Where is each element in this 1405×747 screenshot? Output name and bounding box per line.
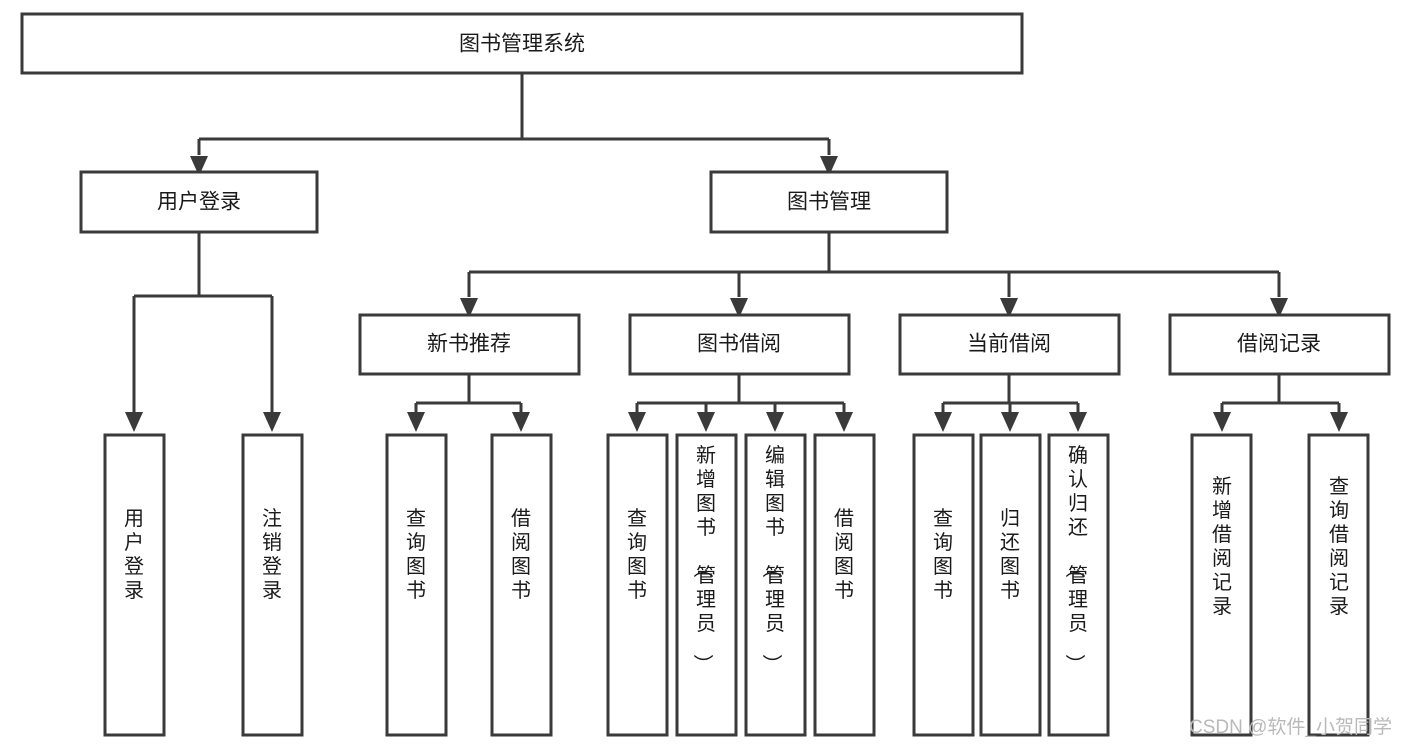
leaf-query-book-3-box[interactable] — [912, 433, 975, 737]
node-borrow-record-label: 借阅记录 — [1237, 333, 1321, 356]
leaf-borrow-book-1-label: 借阅图书 — [511, 507, 531, 602]
leaf-logout-login[interactable]: 注销登录 — [241, 433, 304, 737]
arrow-to-leaf-user-login-icon — [125, 412, 143, 432]
leaf-borrow-book-2[interactable]: 借阅图书 — [813, 433, 876, 737]
arrow-to-leaf-add-record-icon — [1213, 412, 1231, 432]
leaf-query-book-1-box[interactable] — [385, 433, 448, 737]
node-new-book-recommend-box[interactable] — [358, 313, 581, 376]
leaf-return-book-box[interactable] — [979, 433, 1042, 737]
arrow-to-leaf-add-book-icon — [697, 412, 715, 432]
leaf-query-book-2-box[interactable] — [606, 433, 669, 737]
leaf-logout-login-box[interactable] — [241, 433, 304, 737]
leaf-add-book-box[interactable] — [675, 433, 738, 737]
leaf-add-record[interactable]: 新增借阅记录 — [1190, 433, 1253, 737]
leaf-query-book-1[interactable]: 查询图书 — [385, 433, 448, 737]
node-book-borrow-box[interactable] — [628, 313, 851, 376]
node-user-login-box[interactable] — [79, 170, 319, 234]
node-root[interactable]: 图书管理系统 — [20, 12, 1024, 75]
node-current-borrow-label: 当前借阅 — [967, 333, 1051, 356]
node-user-login[interactable]: 用户登录 — [79, 170, 319, 234]
arrow-to-leaf-query-book-2-icon — [628, 412, 646, 432]
leaf-return-book-label: 归还图书 — [1000, 507, 1020, 602]
node-root-box[interactable] — [20, 12, 1024, 75]
arrow-to-leaf-edit-book-icon — [766, 412, 784, 432]
leaf-add-record-box[interactable] — [1190, 433, 1253, 737]
leaf-query-book-2-label: 查询图书 — [627, 507, 647, 602]
arrow-to-leaf-query-record-icon — [1330, 412, 1348, 432]
leaf-borrow-book-2-box[interactable] — [813, 433, 876, 737]
node-book-borrow[interactable]: 图书借阅 — [628, 313, 851, 376]
leaf-borrow-book-1-box[interactable] — [490, 433, 553, 737]
node-user-login-label: 用户登录 — [157, 191, 241, 214]
connector-group-book-manage — [467, 232, 1281, 297]
leaf-user-login[interactable]: 用户登录 — [103, 433, 166, 737]
leaf-add-book-label: 新增图书（管理员） — [691, 444, 716, 674]
leaf-query-record-box[interactable] — [1307, 433, 1370, 737]
leaf-query-book-3[interactable]: 查询图书 — [912, 433, 975, 737]
connector-group-new-book-recommend — [414, 374, 523, 412]
node-current-borrow[interactable]: 当前借阅 — [898, 313, 1121, 376]
leaf-borrow-book-2-label: 借阅图书 — [834, 507, 854, 602]
leaf-query-record[interactable]: 查询借阅记录 — [1307, 433, 1370, 737]
node-borrow-record[interactable]: 借阅记录 — [1168, 313, 1391, 376]
leaf-add-book[interactable]: 新增图书（管理员） — [675, 433, 738, 737]
node-new-book-recommend-label: 新书推荐 — [427, 333, 511, 356]
arrow-to-leaf-confirm-return-icon — [1069, 412, 1087, 432]
leaf-user-login-box[interactable] — [103, 433, 166, 737]
connector-group-user-login — [132, 232, 274, 412]
node-book-borrow-label: 图书借阅 — [697, 333, 781, 356]
leaf-borrow-book-1[interactable]: 借阅图书 — [490, 433, 553, 737]
leaf-edit-book-label: 编辑图书（管理员） — [760, 444, 785, 674]
connector-group-current-borrow — [941, 374, 1080, 412]
node-new-book-recommend[interactable]: 新书推荐 — [358, 313, 581, 376]
arrow-to-leaf-logout-login-icon — [263, 412, 281, 432]
leaf-user-login-label: 用户登录 — [124, 508, 144, 602]
leaf-confirm-return-label: 确认归还（管理员） — [1063, 444, 1088, 674]
connector-group-borrow-record — [1220, 374, 1341, 412]
leaf-edit-book-box[interactable] — [744, 433, 807, 737]
node-root-label: 图书管理系统 — [459, 33, 585, 56]
node-book-manage[interactable]: 图书管理 — [709, 170, 949, 234]
leaf-query-book-3-label: 查询图书 — [933, 507, 953, 602]
leaf-return-book[interactable]: 归还图书 — [979, 433, 1042, 737]
arrow-to-leaf-query-book-1-icon — [407, 412, 425, 432]
node-book-manage-label: 图书管理 — [787, 191, 871, 214]
arrow-to-leaf-return-book-icon — [1001, 412, 1019, 432]
watermark-label: CSDN @软件_小贺同学 — [1189, 716, 1392, 738]
arrow-to-leaf-borrow-book-2-icon — [835, 412, 853, 432]
leaf-confirm-return-box[interactable] — [1047, 433, 1110, 737]
leaf-add-record-label: 新增借阅记录 — [1212, 475, 1232, 618]
leaf-query-book-2[interactable]: 查询图书 — [606, 433, 669, 737]
connector-group-book-borrow — [635, 374, 846, 412]
arrow-to-leaf-query-book-3-icon — [934, 412, 952, 432]
node-current-borrow-box[interactable] — [898, 313, 1121, 376]
leaf-confirm-return[interactable]: 确认归还（管理员） — [1047, 433, 1110, 737]
connector-group-root — [197, 73, 831, 155]
leaf-logout-login-label: 注销登录 — [262, 507, 282, 602]
leaf-query-record-label: 查询借阅记录 — [1329, 475, 1349, 618]
node-borrow-record-box[interactable] — [1168, 313, 1391, 376]
leaf-query-book-1-label: 查询图书 — [406, 507, 426, 602]
arrow-to-leaf-borrow-book-1-icon — [512, 412, 530, 432]
leaf-edit-book[interactable]: 编辑图书（管理员） — [744, 433, 807, 737]
node-book-manage-box[interactable] — [709, 170, 949, 234]
